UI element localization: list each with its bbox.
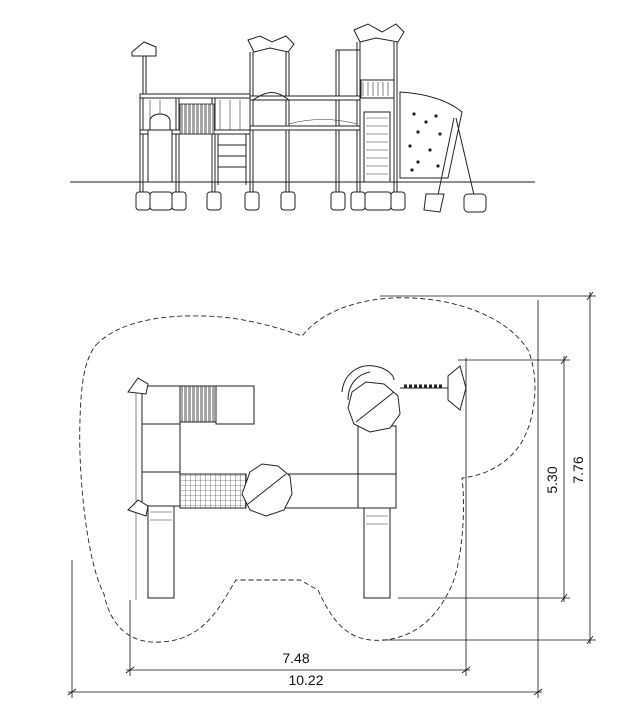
slide-left-plan	[147, 505, 175, 599]
grid-bridge-plan	[179, 473, 247, 509]
swing-frame-plan	[447, 365, 467, 411]
roof-middle	[247, 35, 295, 53]
dimension-outer-height: 7.76	[570, 456, 586, 483]
climbing-net-plan	[179, 385, 217, 423]
dimension-inner-width: 7.48	[282, 650, 309, 666]
safety-zone-outline	[79, 297, 536, 643]
slide-right-plan	[363, 507, 391, 599]
dimension-outer-width: 10.22	[288, 672, 323, 688]
climbing-wall-elevation	[399, 91, 463, 179]
elevation-view	[70, 23, 535, 213]
roof-right	[353, 23, 405, 43]
deck-d	[215, 385, 255, 425]
deck-a	[141, 385, 181, 425]
walkway-plan	[281, 473, 359, 509]
deck-f	[357, 425, 397, 475]
roof-flag-left	[131, 41, 157, 57]
deck-c	[141, 471, 181, 507]
climbing-net-elevation	[179, 103, 215, 135]
octagonal-roof-right	[347, 381, 401, 433]
deck-b	[141, 423, 181, 473]
dimension-lines: 7.48 10.22 5.30 7.76	[67, 291, 596, 698]
footings	[135, 191, 487, 213]
deck-e	[357, 473, 397, 509]
dimension-inner-height: 5.30	[544, 466, 560, 493]
octagonal-roof-middle	[241, 463, 293, 517]
plan-view	[79, 297, 536, 643]
